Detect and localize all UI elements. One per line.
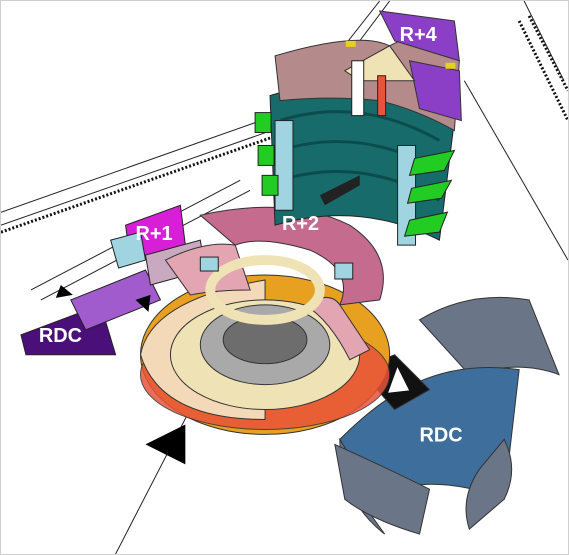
label-rdc-right: RDC [420,424,463,446]
r4-top [274,10,462,132]
road-hatching [1,15,568,234]
label-r4: R+4 [400,24,437,46]
entrance-arrow-outline [388,367,410,393]
right-plaza [334,296,560,535]
main-entrance-arrow [145,424,186,465]
left-wing [20,269,162,356]
label-rdc-left: RDC [39,325,82,347]
label-r1: R+1 [136,223,173,245]
r2-slab [164,206,384,361]
label-r2: R+2 [282,213,319,235]
